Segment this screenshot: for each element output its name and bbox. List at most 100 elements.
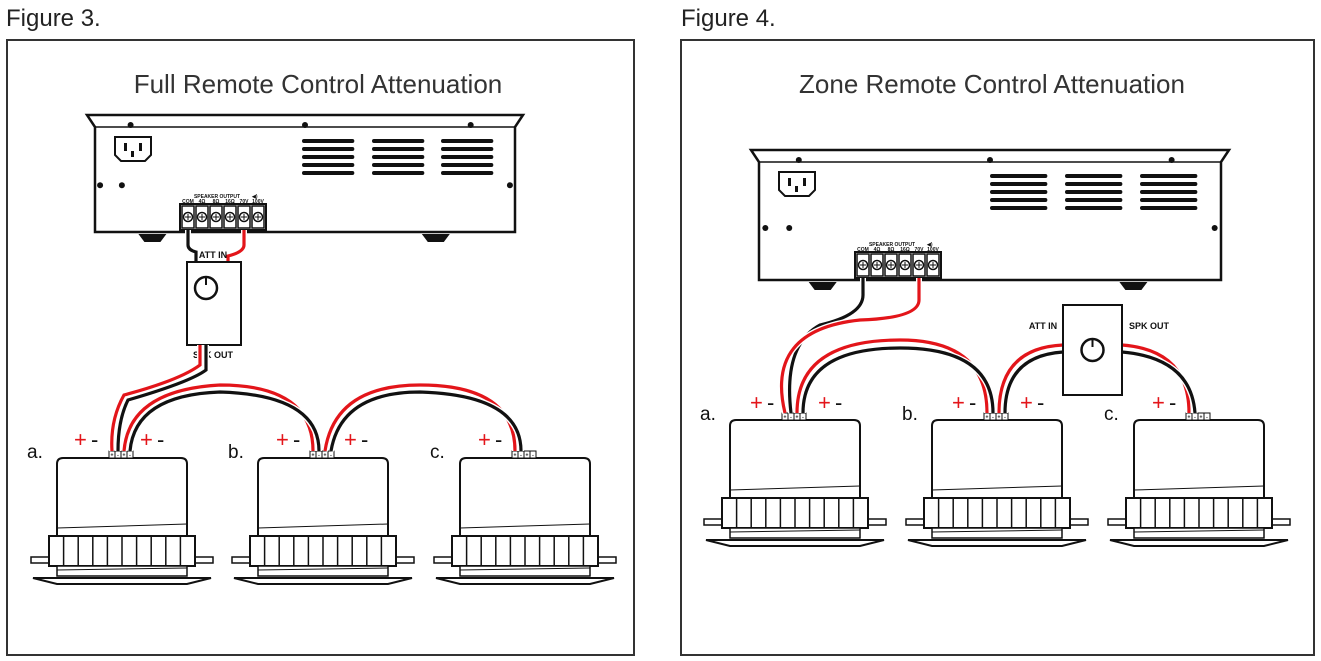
screw-icon [97,182,104,189]
vent-slot [441,171,494,175]
wire-negative [128,390,321,452]
vent-slot [1065,174,1123,178]
screw-icon [118,182,125,189]
vent-slot [1065,198,1123,202]
vent-slot [372,155,425,159]
svg-text:+: + [784,415,787,421]
svg-text:+: + [312,453,315,459]
vent-slot [1140,190,1198,194]
screw-icon [127,122,134,128]
plus-sign: + [1020,390,1033,415]
vent-slot [372,171,425,175]
att-in-label: ATT IN [199,250,227,260]
ceiling-speaker-a: a.+-+- [27,442,214,585]
vent-slot [990,206,1048,210]
ceiling-speaker-b: b.+-+- [228,442,415,585]
minus-sign: - [293,427,300,452]
wire-negative [787,278,865,414]
terminal-label: 8Ω [213,199,220,205]
vent-slot [1140,182,1198,186]
terminal-label: 100V [927,247,939,253]
vent-slot [1065,182,1123,186]
terminal-label: 16Ω [900,247,910,253]
wire-negative [1121,350,1197,414]
speaker-label: c. [1104,404,1119,425]
vent-slot [990,190,1048,194]
wire-positive [226,230,246,262]
amplifier-foot [421,234,450,242]
vent-slot [990,174,1048,178]
ceiling-speaker-b: b.+-+- [902,404,1089,547]
svg-text:-: - [117,453,119,459]
ceiling-speaker-c: c.+-+- [1104,404,1291,547]
terminal-label: 16Ω [225,199,235,205]
plus-sign: + [818,390,831,415]
vent-slot [441,147,494,151]
terminal-header: SPEAKER OUTPUT [194,194,240,200]
minus-sign: - [835,390,842,415]
speaker-label: b. [902,404,918,425]
svg-text:+: + [514,453,517,459]
svg-text:+: + [986,415,989,421]
vent-slot [302,171,355,175]
ceiling-speaker-a: a.+-+- [700,404,887,547]
vent-slot [372,147,425,151]
svg-text:-: - [532,453,534,459]
wire-negative [116,345,208,452]
figure-3-label: Figure 3. [6,5,101,32]
plus-sign: + [344,427,357,452]
minus-sign: - [361,427,368,452]
speaker-label: a. [700,404,716,425]
wire-negative [801,346,995,414]
svg-text:-: - [1004,415,1006,421]
minus-sign: - [157,427,164,452]
wire-outline [225,230,247,262]
speaker-label: b. [228,442,244,463]
figure-4-frame [680,39,1315,656]
vent-slot [1140,174,1198,178]
wire-positive [997,343,1064,414]
vent-slot [441,139,494,143]
vent-slot [372,139,425,143]
vent-slot [441,163,494,167]
screw-icon [1211,225,1218,231]
plus-sign: + [140,427,153,452]
figure-4-title: Zone Remote Control Attenuation [799,69,1185,99]
vent-slot [1140,198,1198,202]
terminal-label: 8Ω [888,247,895,253]
screw-icon [762,225,769,231]
svg-text:-: - [1206,415,1208,421]
terminal-label: COM [857,247,869,253]
terminal-label: 70V [915,247,925,253]
terminal-label: 4Ω [874,247,881,253]
screw-icon [786,225,793,231]
svg-text:-: - [330,453,332,459]
vent-slot [302,147,355,151]
vent-slot [990,182,1048,186]
svg-text:+: + [1188,415,1191,421]
wire-negative [1003,350,1064,414]
speaker-icon: ◀) [251,194,258,200]
svg-text:-: - [790,415,792,421]
minus-sign: - [495,427,502,452]
power-inlet-icon [778,171,816,197]
speaker-label: c. [430,442,445,463]
polarity-marker: +- [1152,390,1176,415]
svg-text:+: + [123,453,126,459]
screw-icon [987,157,993,163]
polarity-marker: +- [74,427,98,452]
power-inlet-icon [114,136,152,162]
polarity-marker: +- [818,390,842,415]
speaker-terminal [1203,412,1211,421]
terminal-label: COM [182,199,194,205]
figure-3-title: Full Remote Control Attenuation [134,69,503,99]
speaker-terminal [529,450,537,459]
polarity-marker: +- [276,427,300,452]
terminal-label: 4Ω [199,199,206,205]
vent-slot [441,155,494,159]
ceiling-speaker-c: c.+-+- [430,442,617,585]
minus-sign: - [969,390,976,415]
